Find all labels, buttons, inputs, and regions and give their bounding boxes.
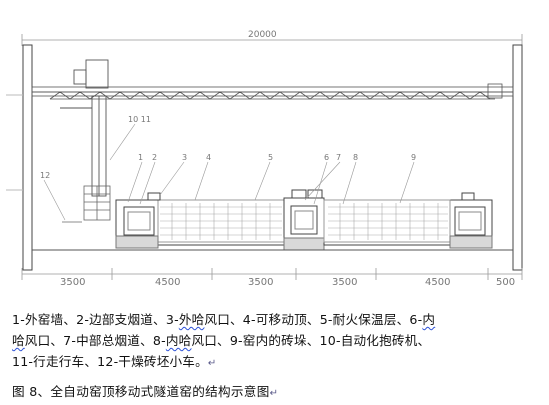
callout-1: 1 — [138, 153, 143, 162]
legend-line-2: 哈风口、7-中部总烟道、8-内哈风口、9-窑内的砖垛、10-自动化抱砖机、 — [12, 330, 544, 351]
callout-10-11: 10 11 — [128, 115, 151, 124]
callout-4: 4 — [206, 153, 211, 162]
callout-3: 3 — [182, 153, 187, 162]
paragraph-mark-icon: ↵ — [269, 388, 279, 399]
outer-columns — [6, 44, 523, 271]
callout-2: 2 — [152, 153, 157, 162]
legend-text: 11-行走行车、12-干燥砖坯小车。 — [12, 354, 208, 369]
callout-6: 6 — [324, 153, 329, 162]
legend-text: 风口、4-可移动顶、5-耐火保温层、6- — [204, 312, 423, 327]
brick-clamping-machine — [60, 59, 109, 197]
callout-5: 5 — [268, 153, 273, 162]
brick-stack-right — [328, 203, 448, 240]
travelling-crane — [31, 83, 514, 100]
figure-caption: 图 8、全自动窑顶移动式隧道窑的结构示意图↵ — [12, 381, 278, 400]
kiln-right-section — [323, 199, 493, 249]
callout-12: 12 — [40, 171, 50, 180]
overall-dimension-label: 20000 — [248, 30, 277, 40]
dim-3: 3500 — [248, 277, 273, 288]
legend-line-1: 1-外窑墙、2-边部支烟道、3-外哈风口、4-可移动顶、5-耐火保温层、6-内 — [12, 309, 544, 330]
bottom-dimension-line — [21, 268, 523, 280]
callout-7: 7 — [336, 153, 341, 162]
dim-6: 500 — [496, 277, 515, 288]
legend-spellcheck-text: 外哈 — [178, 312, 205, 327]
legend-spellcheck-text: 内 — [422, 312, 436, 327]
callout-8: 8 — [353, 153, 358, 162]
dim-5: 4500 — [425, 277, 450, 288]
movable-roof — [147, 189, 475, 201]
kiln-structure-diagram: 20000 — [6, 30, 523, 288]
legend-spellcheck-text: 内哈 — [165, 333, 192, 348]
legend-text: 风口、9-窑内的砖垛、10-自动化抱砖机、 — [191, 333, 431, 348]
central-flue — [283, 197, 325, 251]
callout-9: 9 — [411, 153, 416, 162]
legend-text: 1-外窑墙、2-边部支烟道、3- — [12, 312, 179, 327]
parts-legend: 1-外窑墙、2-边部支烟道、3-外哈风口、4-可移动顶、5-耐火保温层、6-内 … — [12, 309, 544, 374]
legend-line-3: 11-行走行车、12-干燥砖坯小车。↵ — [12, 351, 544, 374]
legend-spellcheck-text: 哈 — [12, 333, 25, 348]
callout-leaders — [43, 123, 415, 221]
drying-brick-car — [62, 185, 111, 223]
caption-text: 图 8、全自动窑顶移动式隧道窑的结构示意图 — [12, 384, 270, 399]
dim-2: 4500 — [155, 277, 180, 288]
legend-text: 风口、7-中部总烟道、8- — [24, 333, 166, 348]
dim-1: 3500 — [60, 277, 85, 288]
paragraph-mark-icon: ↵ — [207, 358, 217, 369]
brick-stack-left — [160, 203, 282, 240]
overall-dimension — [21, 34, 523, 46]
dim-4: 3500 — [332, 277, 357, 288]
